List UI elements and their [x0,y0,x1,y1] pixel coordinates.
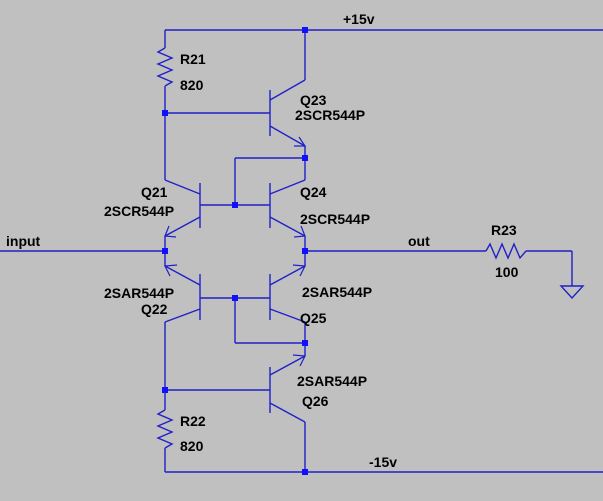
vplus-label: +15v [343,11,375,27]
r21-value: 820 [180,77,204,93]
q23-ref: Q23 [300,92,327,108]
ground-icon [559,285,585,300]
transistor-q22[interactable] [164,251,201,323]
junction-dot [232,202,238,208]
resistor-r23[interactable] [485,242,573,286]
lower-bias-link [200,297,305,344]
junction-dot [302,155,308,161]
q21-part: 2SCR544P [104,203,174,219]
q25-ref: Q25 [300,310,327,326]
r23-ref: R23 [491,222,517,238]
r22-ref: R22 [180,413,206,429]
r21-ref: R21 [180,51,206,67]
resistor-r21[interactable] [156,30,174,113]
upper-bias-link [200,157,305,206]
transistor-q24[interactable] [269,158,306,251]
q25-part: 2SAR544P [302,284,372,300]
input-label: input [6,233,41,249]
junction-dot [302,248,308,254]
junction-dot [302,27,308,33]
r22-value: 820 [180,438,204,454]
junction-dot [302,469,308,475]
transistor-q26[interactable] [165,343,306,472]
q26-ref: Q26 [302,393,329,409]
r23-value: 100 [495,264,519,280]
junction-dot [302,340,308,346]
transistor-q25[interactable] [269,251,306,343]
q24-ref: Q24 [300,184,327,200]
q26-part: 2SAR544P [297,373,367,389]
junctions [162,27,308,475]
resistor-r22[interactable] [156,390,174,472]
junction-dot [162,248,168,254]
q23-part: 2SCR544P [295,107,365,123]
junction-dot [162,110,168,116]
junction-dot [162,387,168,393]
output-label: out [408,233,430,249]
q22-part: 2SAR544P [104,285,174,301]
vminus-label: -15v [369,454,397,470]
q21-ref: Q21 [141,184,168,200]
q22-ref: Q22 [141,301,168,317]
transistor-q23[interactable] [165,30,307,158]
junction-dot [232,295,238,301]
q24-part: 2SCR544P [300,211,370,227]
